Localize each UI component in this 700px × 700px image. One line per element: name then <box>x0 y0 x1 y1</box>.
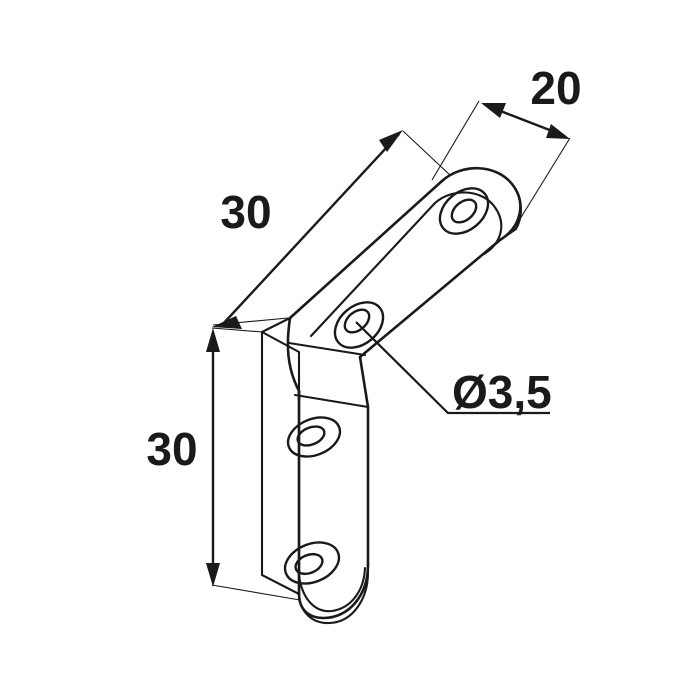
upper-arm-cap-inner-ring <box>433 191 503 256</box>
dim-30-upper-line <box>221 133 400 326</box>
hole-top-inner <box>450 198 478 224</box>
lower-arm-bottom-outer-silhouette <box>297 570 370 625</box>
dim-20-label: 20 <box>530 62 581 114</box>
diameter-label: Ø3,5 <box>452 366 552 418</box>
hole-top-outer <box>438 187 490 235</box>
hole-mid <box>286 416 342 458</box>
dim-20-ext-right <box>511 137 571 233</box>
hole-bend-outer <box>333 301 385 349</box>
dimension-upper-arm-length: 30 <box>212 130 452 329</box>
dimension-lower-arm-length: 30 <box>146 327 301 601</box>
hole-mid-outer <box>286 416 342 458</box>
dim-30-lower-ext-top <box>211 327 263 333</box>
hole-top <box>438 187 490 235</box>
back-plate-top-edge <box>260 316 292 334</box>
dim-30-lower-arrow-top <box>206 328 220 352</box>
dimension-width: 20 <box>431 62 582 233</box>
dim-30-lower-label: 30 <box>146 423 197 475</box>
upper-arm-left-edge <box>288 179 444 320</box>
dim-20-arrow-right <box>546 124 570 139</box>
dim-20-ext-left <box>431 100 480 181</box>
upper-arm-cap-thickness <box>498 182 522 242</box>
dim-30-upper-arrow-bottom <box>212 316 242 329</box>
dim-30-upper-arrow-top <box>379 130 403 152</box>
hole-bottom-inner <box>294 552 324 576</box>
upper-arm-right-edge <box>358 238 502 359</box>
bend-facet-top <box>287 341 367 357</box>
callout-hole-diameter: Ø3,5 <box>355 321 552 418</box>
bend-facet-bottom <box>293 393 370 409</box>
dim-20-arrow-left <box>481 103 506 118</box>
hole-bottom <box>283 541 341 585</box>
dim-30-lower-arrow-bottom <box>206 563 220 587</box>
back-plate-bottom-edge <box>260 573 301 596</box>
upper-arm-inner-edge <box>309 201 437 338</box>
dim-30-upper-ext-top <box>402 130 452 177</box>
diameter-leader-line <box>355 321 550 415</box>
hole-bottom-outer <box>283 541 341 585</box>
dim-30-lower-ext-bottom <box>211 584 301 601</box>
countersunk-holes <box>283 187 490 585</box>
bend-front-edge <box>358 355 370 409</box>
dim-30-upper-label: 30 <box>220 186 271 238</box>
hole-mid-inner <box>296 425 326 447</box>
lower-arm-bottom-inner-ring <box>297 566 367 613</box>
